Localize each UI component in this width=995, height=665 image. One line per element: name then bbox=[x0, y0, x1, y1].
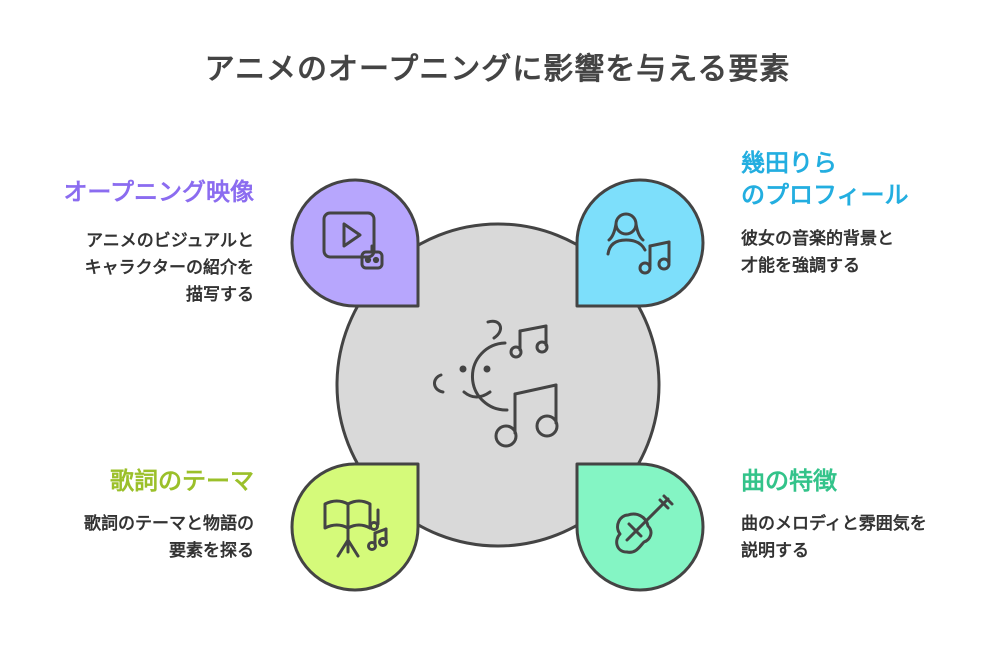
violin-icon bbox=[615, 494, 674, 554]
video-robot-icon bbox=[322, 211, 384, 270]
profile-heading: 幾田りら のプロフィール bbox=[741, 149, 909, 209]
page-title: アニメのオープニングに影響を与える要素 bbox=[204, 52, 791, 87]
song-description: 曲のメロディと雰囲気を 説明する bbox=[741, 514, 927, 561]
lyrics-description: 歌詞のテーマと物語の 要素を探る bbox=[84, 514, 254, 561]
song-heading: 曲の特徴 bbox=[741, 467, 837, 495]
music-stand-icon bbox=[323, 499, 388, 558]
singer-music-icon bbox=[606, 212, 671, 275]
opening-petal bbox=[290, 178, 420, 308]
opening-heading: オープニング映像 bbox=[63, 178, 254, 206]
lyrics-petal bbox=[290, 462, 420, 592]
opening-description: アニメのビジュアルと キャラクターの紹介を 描写する bbox=[84, 231, 254, 305]
lyrics-heading: 歌詞のテーマ bbox=[110, 467, 254, 495]
baby-music-icon bbox=[433, 319, 559, 448]
profile-description: 彼女の音楽的背景と 才能を強調する bbox=[741, 229, 894, 276]
